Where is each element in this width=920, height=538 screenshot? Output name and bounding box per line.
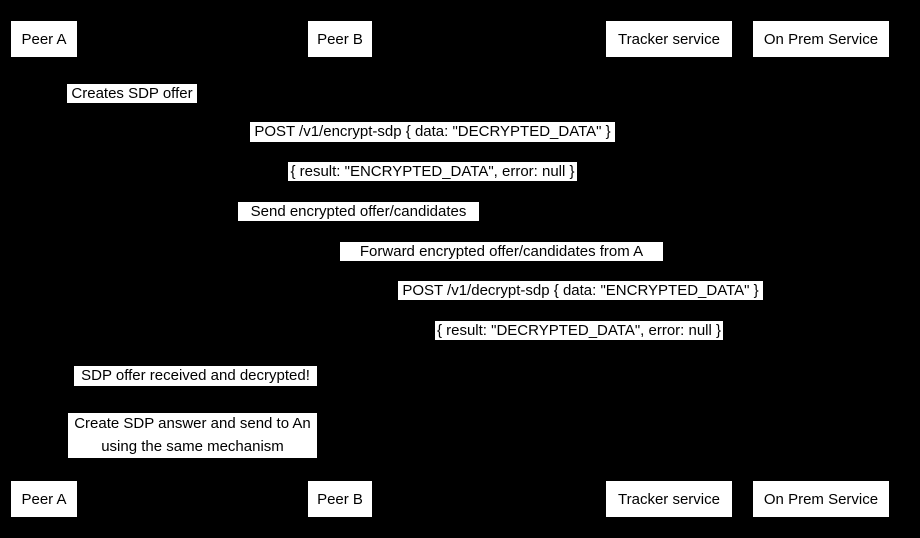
participant-box-peer-b-top: Peer B <box>308 21 372 57</box>
message-text: Forward encrypted offer/candidates from … <box>359 243 644 260</box>
participant-box-on-prem-service-top: On Prem Service <box>753 21 889 57</box>
participant-box-peer-a-top: Peer A <box>11 21 77 57</box>
message-label-4: Send encrypted offer/candidates <box>238 202 479 221</box>
message-label-1: Creates SDP offer <box>67 84 197 103</box>
message-label-5: Forward encrypted offer/candidates from … <box>340 242 663 261</box>
participant-box-tracker-service-top: Tracker service <box>606 21 732 57</box>
message-text: { result: "ENCRYPTED_DATA", error: null … <box>290 163 575 180</box>
message-text: Creates SDP offer <box>71 85 193 102</box>
message-text: { result: "DECRYPTED_DATA", error: null … <box>436 322 722 339</box>
participant-box-on-prem-service-bottom: On Prem Service <box>753 481 889 517</box>
participant-box-peer-a-bottom: Peer A <box>11 481 77 517</box>
message-label-3: { result: "ENCRYPTED_DATA", error: null … <box>288 162 577 181</box>
message-label-9: Create SDP answer and send to An using th… <box>68 413 317 458</box>
message-label-6: POST /v1/decrypt-sdp { data: "ENCRYPTED_… <box>398 281 763 300</box>
participant-box-tracker-service-bottom: Tracker service <box>606 481 732 517</box>
message-label-2: POST /v1/encrypt-sdp { data: "DECRYPTED_… <box>250 122 615 142</box>
message-label-7: { result: "DECRYPTED_DATA", error: null … <box>435 321 723 340</box>
message-text: SDP offer received and decrypted! <box>81 367 310 384</box>
message-text: POST /v1/encrypt-sdp { data: "DECRYPTED_… <box>254 123 611 140</box>
message-text: using the same mechanism <box>101 437 284 455</box>
message-label-8: SDP offer received and decrypted! <box>74 366 317 386</box>
participant-box-peer-b-bottom: Peer B <box>308 481 372 517</box>
message-text: Create SDP answer and send to An <box>74 415 311 432</box>
message-text: Send encrypted offer/candidates <box>250 203 467 220</box>
message-text: POST /v1/decrypt-sdp { data: "ENCRYPTED_… <box>402 282 759 299</box>
